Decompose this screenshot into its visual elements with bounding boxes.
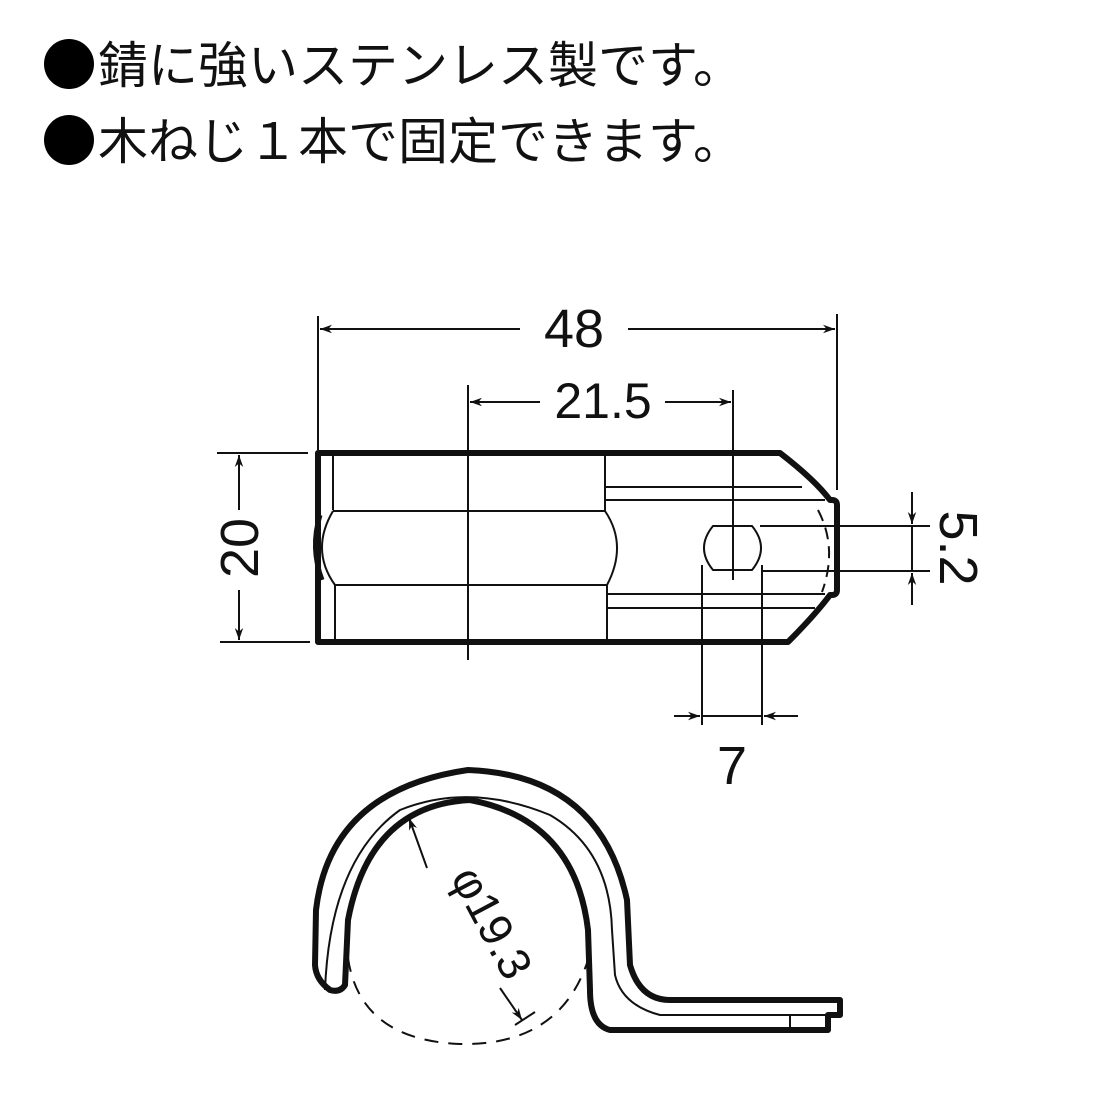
feature-text: 木ねじ１本で固定できます。 (98, 113, 743, 171)
dim-slot-height: 5.2 (928, 510, 988, 585)
bullet-icon (44, 39, 94, 89)
dim-slot-width: 7 (717, 736, 747, 796)
feature-single-screw: 木ねじ１本で固定できます。 (44, 104, 743, 180)
dim-inner-diameter: φ19.3 (441, 858, 543, 988)
dim-hole-offset: 21.5 (554, 373, 651, 429)
bullet-icon (44, 115, 94, 165)
feature-rust-resistant: 錆に強いステンレス製です。 (44, 28, 743, 104)
top-view (217, 314, 930, 725)
feature-list: 錆に強いステンレス製です。 木ねじ１本で固定できます。 (44, 28, 743, 180)
feature-text: 錆に強いステンレス製です。 (98, 37, 743, 95)
side-view (312, 767, 843, 1046)
dim-overall-length: 48 (544, 299, 604, 359)
dim-height: 20 (210, 518, 270, 578)
